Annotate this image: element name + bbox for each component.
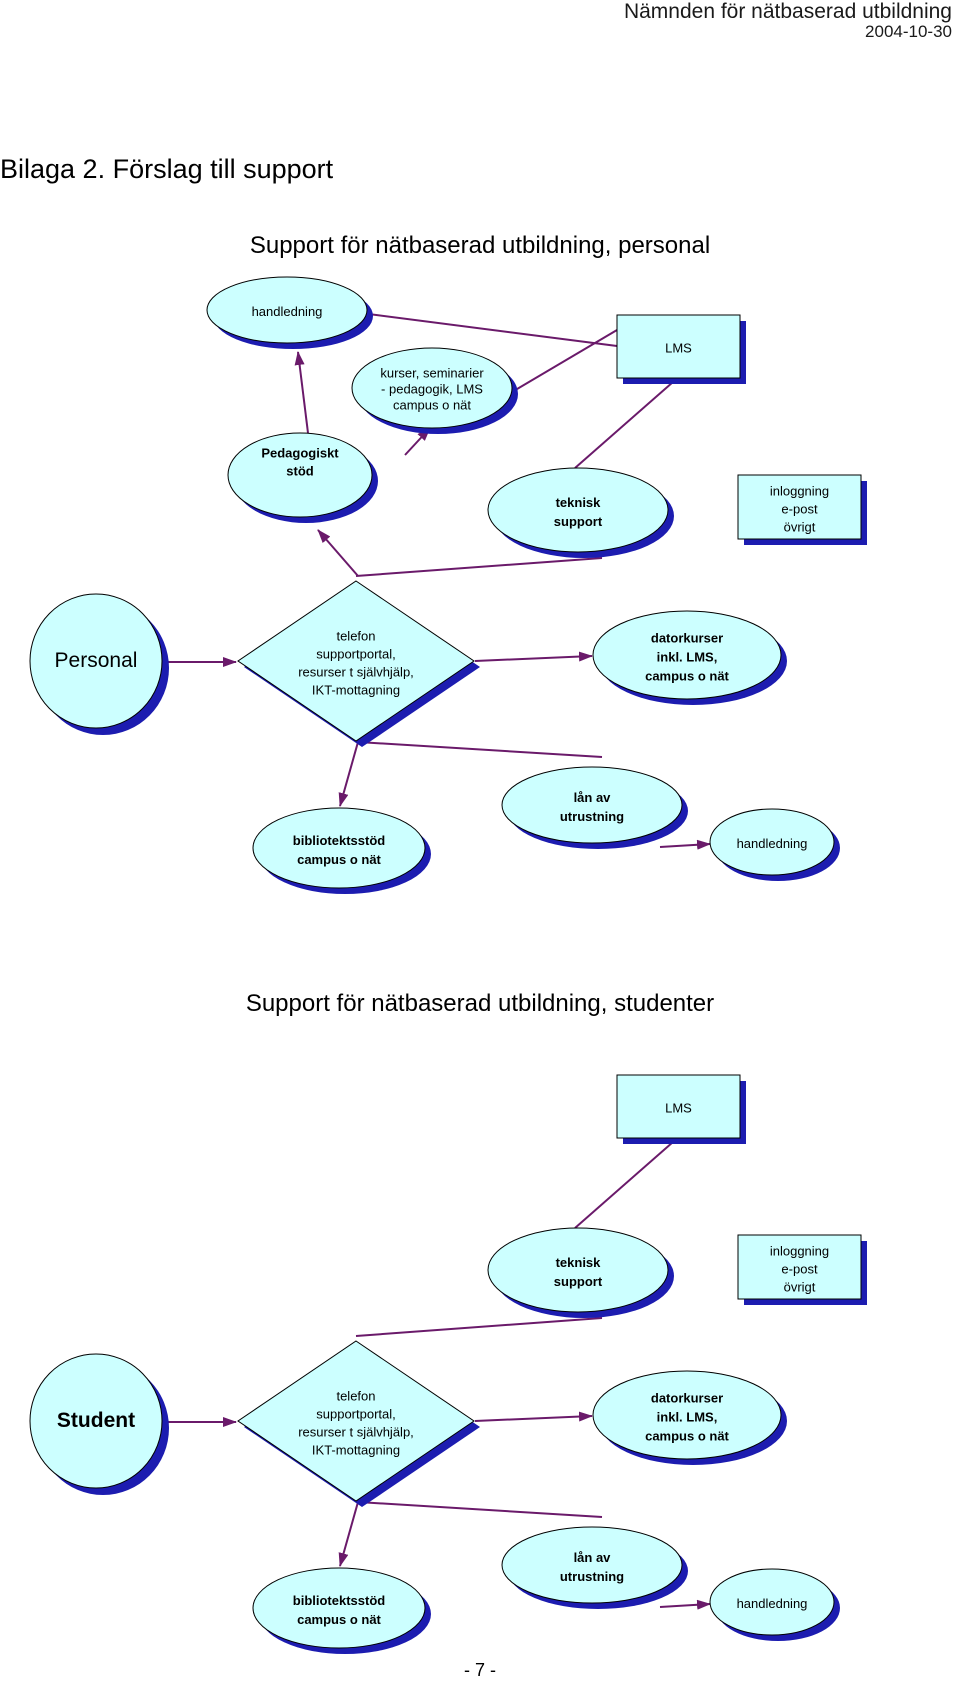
node-handledning-bottom-personal-label: handledning [737,836,808,851]
node-lms-studenter: LMS [616,1074,746,1144]
connector-hub-lan [357,1501,603,1518]
arrow-pedagogiskt-handledning [294,351,309,434]
arrow-lan-handledning [659,1599,711,1610]
node-handledning-bottom-personal: handledning [709,808,840,881]
header-organization: Nämnden för nätbaserad utbildning [623,0,952,23]
connector-hub-teknisk [355,557,603,577]
page-title: Bilaga 2. Förslag till support [0,154,334,184]
connector-teknisk-lms [574,381,674,469]
section-title-studenter: Support för nätbaserad utbildning, stude… [245,990,715,1017]
connector-hub-lan [357,741,603,758]
connector-teknisk-lms [574,1141,674,1229]
connector-kurser-lms [511,329,618,393]
node-handledning-bottom-studenter: handledning [709,1568,840,1641]
node-handledning-bottom-studenter-label: handledning [737,1596,808,1611]
node-main-studenter-label: Student [57,1409,135,1432]
arrow-hub-bibliotek [338,1501,359,1567]
connector-handledning-lms [360,312,618,347]
node-main-studenter: Student [29,1353,169,1495]
node-main-personal-label: Personal [55,649,138,672]
node-lms-personal-label: LMS [665,340,692,355]
arrow-hub-pedagogiskt [317,529,359,577]
section-title-personal: Support för nätbaserad utbildning, perso… [249,232,711,259]
node-main-personal: Personal [29,593,169,735]
arrow-lan-handledning [659,839,711,850]
arrow-hub-datorkurser [474,651,593,662]
arrow-hub-datorkurser [474,1411,593,1422]
node-lms-studenter-label: LMS [665,1100,692,1115]
node-handledning-top-personal: handledning [206,276,373,349]
connector-hub-teknisk [355,1317,603,1337]
node-lms-personal: LMS [616,314,746,384]
header-date: 2004-10-30 [865,22,952,41]
page-number: - 7 - [463,1660,496,1680]
diagram-personal: handledning kurser, seminarier- pedagogik… [29,276,867,894]
arrow-hub-bibliotek [338,741,359,807]
node-handledning-top-personal-label: handledning [252,304,323,319]
